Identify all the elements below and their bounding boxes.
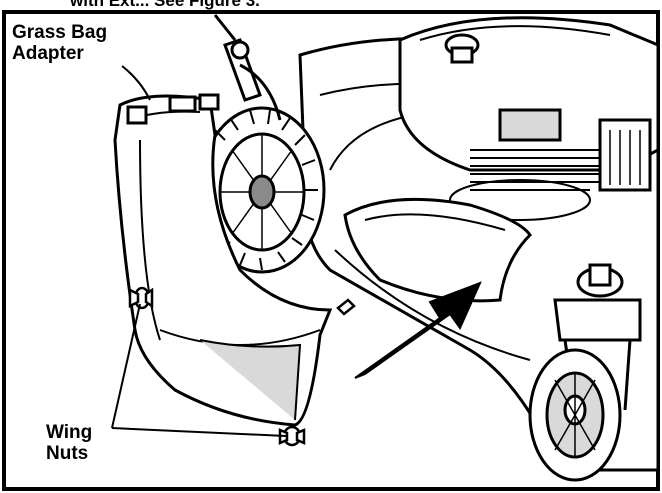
bolt-upper bbox=[336, 298, 356, 316]
wing-nut-upper bbox=[128, 286, 154, 310]
wing-nut-lower bbox=[278, 425, 306, 447]
direction-arrow bbox=[354, 281, 482, 379]
engine bbox=[398, 16, 660, 221]
label-grass-bag-adapter-line1: Grass Bag bbox=[12, 22, 108, 43]
caster-wheel bbox=[528, 263, 642, 482]
engine-fins bbox=[470, 149, 600, 191]
leader-lines bbox=[111, 65, 287, 437]
leader-line-adapter bbox=[121, 65, 151, 101]
label-wing-nuts-line2: Nuts bbox=[46, 443, 89, 464]
label-wing-nuts-line1: Wing bbox=[46, 422, 93, 443]
label-grass-bag-adapter: Grass Bag Adapter bbox=[12, 22, 107, 64]
discharge-opening bbox=[343, 197, 532, 303]
leader-line-wing-nut-2 bbox=[111, 427, 287, 437]
leader-line-wing-nut-1 bbox=[111, 303, 141, 429]
label-grass-bag-adapter-line2: Adapter bbox=[12, 43, 84, 64]
label-wing-nuts: Wing Nuts bbox=[46, 422, 92, 464]
handle-bracket bbox=[213, 14, 282, 121]
grass-bag-adapter bbox=[113, 93, 333, 427]
top-caption-fragment: with Ext... See Figure 3. bbox=[70, 0, 260, 10]
rear-wheel bbox=[198, 38, 326, 274]
